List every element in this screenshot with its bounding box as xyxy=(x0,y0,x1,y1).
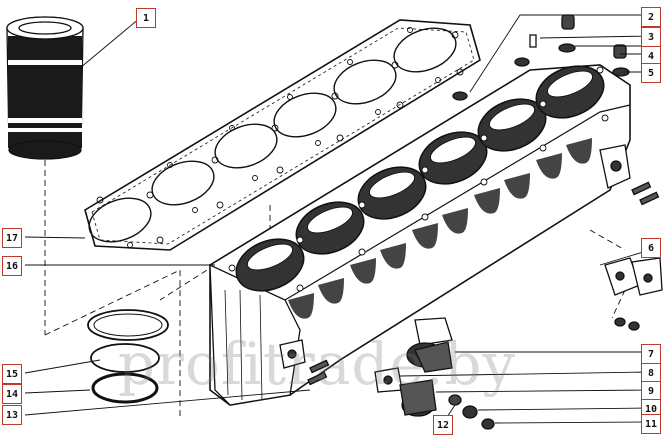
watermark: profitrade.by xyxy=(118,330,517,398)
callout-13[interactable]: 13 xyxy=(2,405,22,425)
callout-6[interactable]: 6 xyxy=(641,238,661,258)
callout-15[interactable]: 15 xyxy=(2,364,22,384)
callout-1[interactable]: 1 xyxy=(136,8,156,28)
seal-rings xyxy=(87,309,169,404)
callout-12[interactable]: 12 xyxy=(433,415,453,435)
callout-17[interactable]: 17 xyxy=(2,228,22,248)
callout-14[interactable]: 14 xyxy=(2,384,22,404)
callout-7[interactable]: 7 xyxy=(641,344,661,364)
callout-3[interactable]: 3 xyxy=(641,27,661,47)
callout-16[interactable]: 16 xyxy=(2,256,22,276)
callout-8[interactable]: 8 xyxy=(641,363,661,383)
flange-part xyxy=(604,181,663,331)
callout-2[interactable]: 2 xyxy=(641,7,661,27)
cylinder-liner xyxy=(6,16,84,160)
callout-5[interactable]: 5 xyxy=(641,63,661,83)
callout-9[interactable]: 9 xyxy=(641,381,661,401)
cylinder-block xyxy=(209,64,631,406)
head-gasket xyxy=(84,19,481,251)
water-fitting xyxy=(307,317,495,430)
sleeve-part xyxy=(452,14,630,101)
leader-lines xyxy=(24,14,651,424)
callout-11[interactable]: 11 xyxy=(641,414,661,434)
